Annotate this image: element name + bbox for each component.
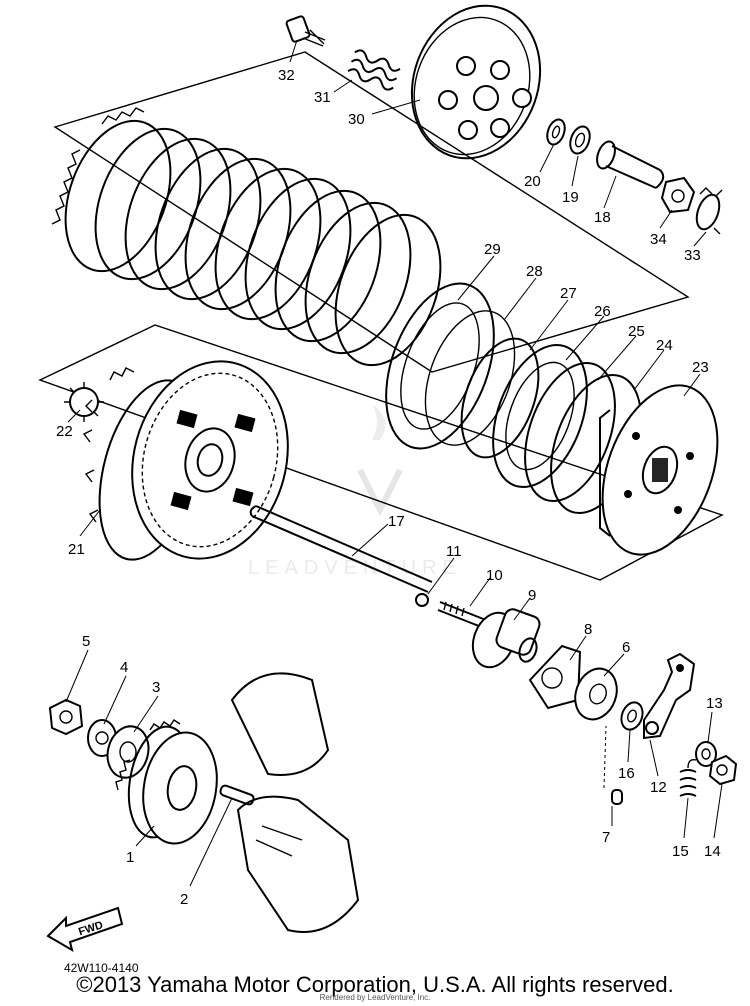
bearing-19-drawing xyxy=(569,125,591,155)
part-label-22: 22 xyxy=(56,423,73,440)
friction-plate-29-drawing xyxy=(385,282,495,450)
part-label-32: 32 xyxy=(278,67,295,84)
copyright-notice: ©2013 Yamaha Motor Corporation, U.S.A. A… xyxy=(76,972,674,997)
part-label-7: 7 xyxy=(602,829,610,846)
part-label-2: 2 xyxy=(180,891,188,908)
part-label-21: 21 xyxy=(68,541,85,558)
part-label-8: 8 xyxy=(584,621,592,638)
push-lever-12-drawing xyxy=(643,652,696,740)
part-label-11: 11 xyxy=(446,543,462,560)
friction-plate-28-drawing xyxy=(424,310,516,446)
part-number-labels: 32 31 30 20 19 18 34 33 29 28 27 26 25 2… xyxy=(56,67,723,908)
push-rod-10-drawing xyxy=(437,601,487,629)
clutch-plate-26-drawing xyxy=(492,343,588,489)
washer-20-drawing xyxy=(546,118,566,146)
crankshaft-outline-drawing xyxy=(230,672,360,933)
lock-washer-33-drawing xyxy=(695,187,723,235)
rendered-by-notice: Rendered by LeadVenture, Inc. xyxy=(319,993,431,1002)
clutch-plates-stack-drawing xyxy=(51,107,442,367)
part-label-4: 4 xyxy=(120,659,128,676)
part-label-27: 27 xyxy=(560,285,577,302)
spring-31-drawing xyxy=(347,49,401,91)
part-label-12: 12 xyxy=(650,779,667,796)
part-label-29: 29 xyxy=(484,241,501,258)
part-label-16: 16 xyxy=(618,765,635,782)
part-label-19: 19 xyxy=(562,189,579,206)
watermark-logo: LEADVENTURE xyxy=(248,404,462,579)
circlip-27-drawing xyxy=(460,337,540,459)
spring-15-drawing xyxy=(679,758,697,797)
push-rod-18-drawing xyxy=(596,140,665,189)
part-label-15: 15 xyxy=(672,843,689,860)
bolt-32-drawing xyxy=(285,15,326,47)
dowel-pin-7-drawing xyxy=(611,789,623,805)
washer-13-drawing xyxy=(695,741,717,767)
part-label-30: 30 xyxy=(348,111,365,128)
part-label-13: 13 xyxy=(706,695,723,712)
nut-14-drawing xyxy=(708,754,738,786)
part-label-25: 25 xyxy=(628,323,645,340)
part-label-18: 18 xyxy=(594,209,611,226)
part-label-14: 14 xyxy=(704,843,721,860)
primary-driven-gear-21-drawing xyxy=(82,360,289,561)
gasket-8-drawing xyxy=(528,644,582,710)
part-label-17: 17 xyxy=(388,513,405,530)
thrust-plate-22-drawing xyxy=(64,382,104,422)
oil-seal-6-drawing xyxy=(574,667,618,721)
seat-plate-25-drawing xyxy=(524,361,616,503)
part-label-6: 6 xyxy=(622,639,630,656)
primary-drive-gear-1-drawing xyxy=(115,719,218,845)
watermark-text: LEADVENTURE xyxy=(248,557,462,579)
part-label-26: 26 xyxy=(594,303,611,320)
ball-11-drawing xyxy=(415,593,429,607)
part-label-5: 5 xyxy=(82,633,90,650)
pressure-plate-30-drawing xyxy=(410,4,542,160)
callout-lines xyxy=(65,39,723,887)
part-label-3: 3 xyxy=(152,679,160,696)
push-rod-17-drawing xyxy=(249,505,433,593)
part-label-20: 20 xyxy=(524,173,541,190)
part-label-23: 23 xyxy=(692,359,709,376)
drawing-code: 42W110-4140 xyxy=(64,961,139,975)
nut-5-drawing xyxy=(48,698,84,736)
push-lever-housing-9-drawing xyxy=(471,608,541,669)
clutch-boss-23-drawing xyxy=(599,384,719,556)
part-label-31: 31 xyxy=(314,89,331,106)
part-label-28: 28 xyxy=(526,263,543,280)
part-label-10: 10 xyxy=(486,567,503,584)
boss-box-outline xyxy=(38,324,724,581)
part-label-34: 34 xyxy=(650,231,667,248)
part-label-1: 1 xyxy=(126,849,134,866)
bearing-16-drawing xyxy=(620,701,644,731)
part-label-24: 24 xyxy=(656,337,673,354)
part-label-33: 33 xyxy=(684,247,701,264)
nut-34-drawing xyxy=(660,176,696,214)
part-label-9: 9 xyxy=(528,587,536,604)
forward-arrow-icon: FWD xyxy=(46,906,124,953)
